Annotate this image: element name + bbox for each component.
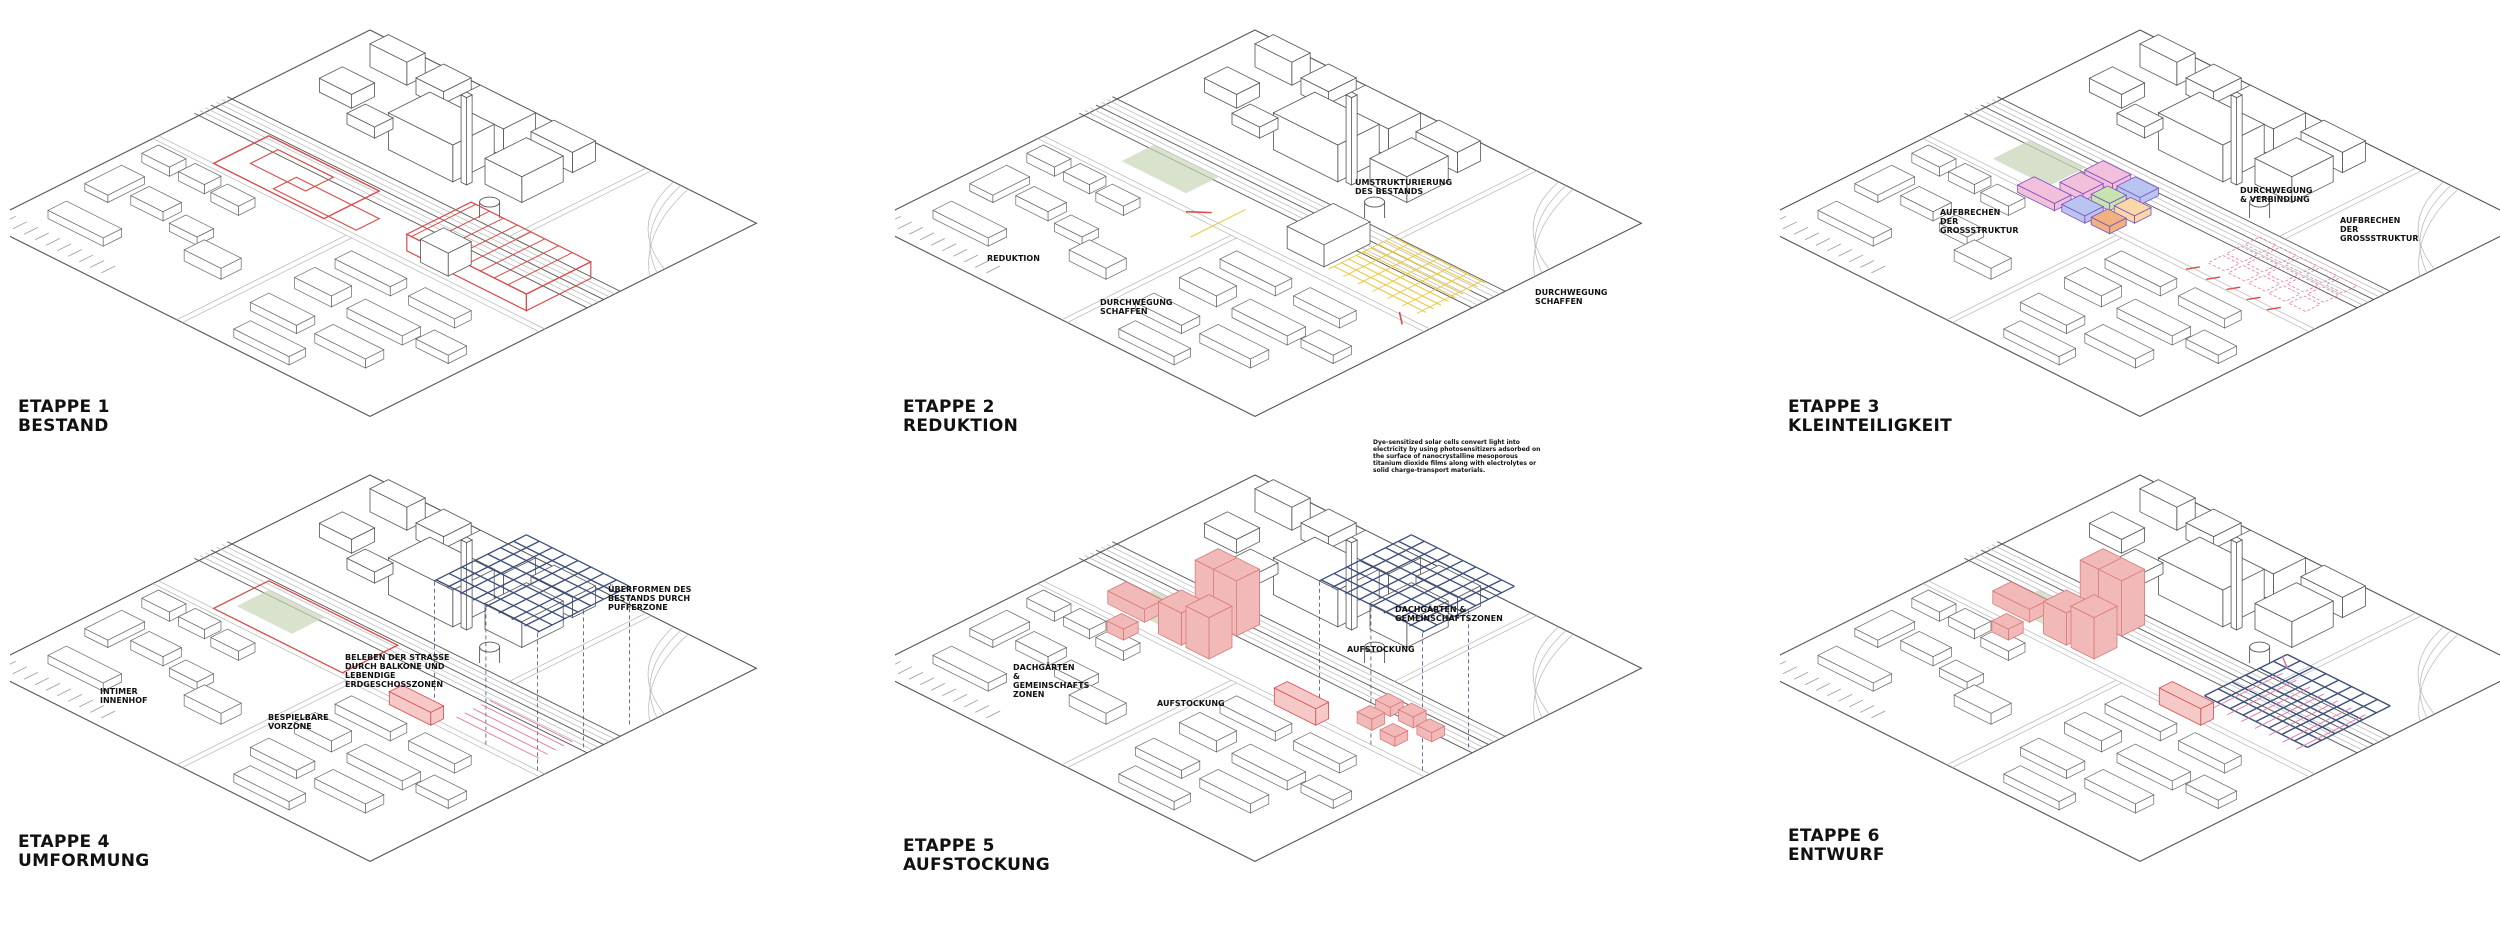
stage-panel-3: AUFBRECHEN DER GROßSTRUKTUR DURCHWEGUNG …: [1780, 10, 2500, 450]
isometric-site-plan-5: [895, 474, 1643, 863]
stage-title: ETAPPE 1 BESTAND: [18, 398, 110, 436]
stage-number: ETAPPE 4: [18, 832, 110, 852]
stage-name: KLEINTEILIGKEIT: [1788, 416, 1953, 436]
annotation-innenhof: INTIMER INNENHOF: [100, 687, 148, 705]
annotation-dachgaerten-1: DACHGÄRTEN & GEMEINSCHAFTS ZONEN: [1013, 663, 1090, 699]
stage-name: BESTAND: [18, 416, 109, 436]
stage-overlay: [1105, 534, 1515, 771]
stage-overlay: [212, 534, 630, 771]
stage-title: ETAPPE 6 ENTWURF: [1788, 827, 1885, 865]
stage-number: ETAPPE 6: [1788, 826, 1880, 846]
annotation-aufbrechen-2: AUFBRECHEN DER GROßSTRUKTUR: [2340, 216, 2419, 243]
stage-number: ETAPPE 2: [903, 397, 995, 417]
annotation-aufbrechen-1: AUFBRECHEN DER GROßSTRUKTUR: [1940, 208, 2019, 235]
stage-overlay: [1121, 145, 1486, 325]
stage-number: ETAPPE 1: [18, 397, 110, 417]
stage-overlay: [1992, 140, 2359, 312]
base-map: [1780, 29, 2500, 418]
annotation-umstrukturierung: UMSTRUKTURIERUNG DES BESTANDS: [1355, 178, 1453, 196]
annotation-durchwegung-1: DURCHWEGUNG SCHAFFEN: [1100, 298, 1173, 316]
annotation-ueberformen: ÜBERFORMEN DES BESTANDS DURCH PUFFERZONE: [608, 585, 692, 612]
annotation-verbindung: DURCHWEGUNG & VERBINDUNG: [2240, 186, 2313, 204]
stage-panel-4: INTIMER INNENHOF BESPIELBARE VORZONE BEL…: [10, 455, 770, 895]
stage-name: AUFSTOCKUNG: [903, 855, 1050, 875]
annotation-vorzone: BESPIELBARE VORZONE: [268, 713, 329, 731]
stage-panel-6: ETAPPE 6 ENTWURF: [1780, 455, 2500, 895]
base-map: [895, 474, 1643, 863]
solar-cell-paragraph: Dye-sensitized solar cells convert light…: [1373, 439, 1541, 474]
base-map: [10, 474, 758, 863]
stage-title: ETAPPE 2 REDUKTION: [903, 398, 1018, 436]
isometric-site-plan-2: [895, 29, 1643, 418]
isometric-site-plan-1: [10, 29, 758, 418]
annotation-beleben: BELEBEN DER STRAßE DURCH BALKONE UND LEB…: [345, 653, 450, 689]
annotation-dachgaerten-2: DACHGÄRTEN & GEMEINSCHAFTSZONEN: [1395, 605, 1503, 623]
stage-overlay: [212, 135, 593, 312]
annotation-aufstockung-2: AUFSTOCKUNG: [1347, 645, 1415, 654]
stage-number: ETAPPE 5: [903, 836, 995, 856]
stage-name: UMFORMUNG: [18, 851, 150, 871]
stage-title: ETAPPE 4 UMFORMUNG: [18, 833, 149, 871]
stage-number: ETAPPE 3: [1788, 397, 1880, 417]
stage-title: ETAPPE 3 KLEINTEILIGKEIT: [1788, 398, 1952, 436]
stage-title: ETAPPE 5 AUFSTOCKUNG: [903, 837, 1050, 875]
isometric-site-plan-6: [1780, 474, 2500, 863]
stage-name: REDUKTION: [903, 416, 1019, 436]
isometric-site-plan-4: [10, 474, 758, 863]
annotation-reduktion: REDUKTION: [987, 254, 1040, 263]
base-map: [10, 29, 758, 418]
isometric-site-plan-3: [1780, 29, 2500, 418]
stage-panel-5: Dye-sensitized solar cells convert light…: [895, 439, 1655, 895]
base-map: [895, 29, 1643, 418]
base-map: [1780, 474, 2500, 863]
stage-overlay: [1990, 548, 2391, 750]
annotation-aufstockung-1: AUFSTOCKUNG: [1157, 699, 1225, 708]
stage-panel-1: ETAPPE 1 BESTAND: [10, 10, 770, 450]
stage-panel-2: REDUKTION DURCHWEGUNG SCHAFFEN UMSTRUKTU…: [895, 10, 1655, 450]
stage-name: ENTWURF: [1788, 845, 1885, 865]
annotation-durchwegung-2: DURCHWEGUNG SCHAFFEN: [1535, 288, 1608, 306]
